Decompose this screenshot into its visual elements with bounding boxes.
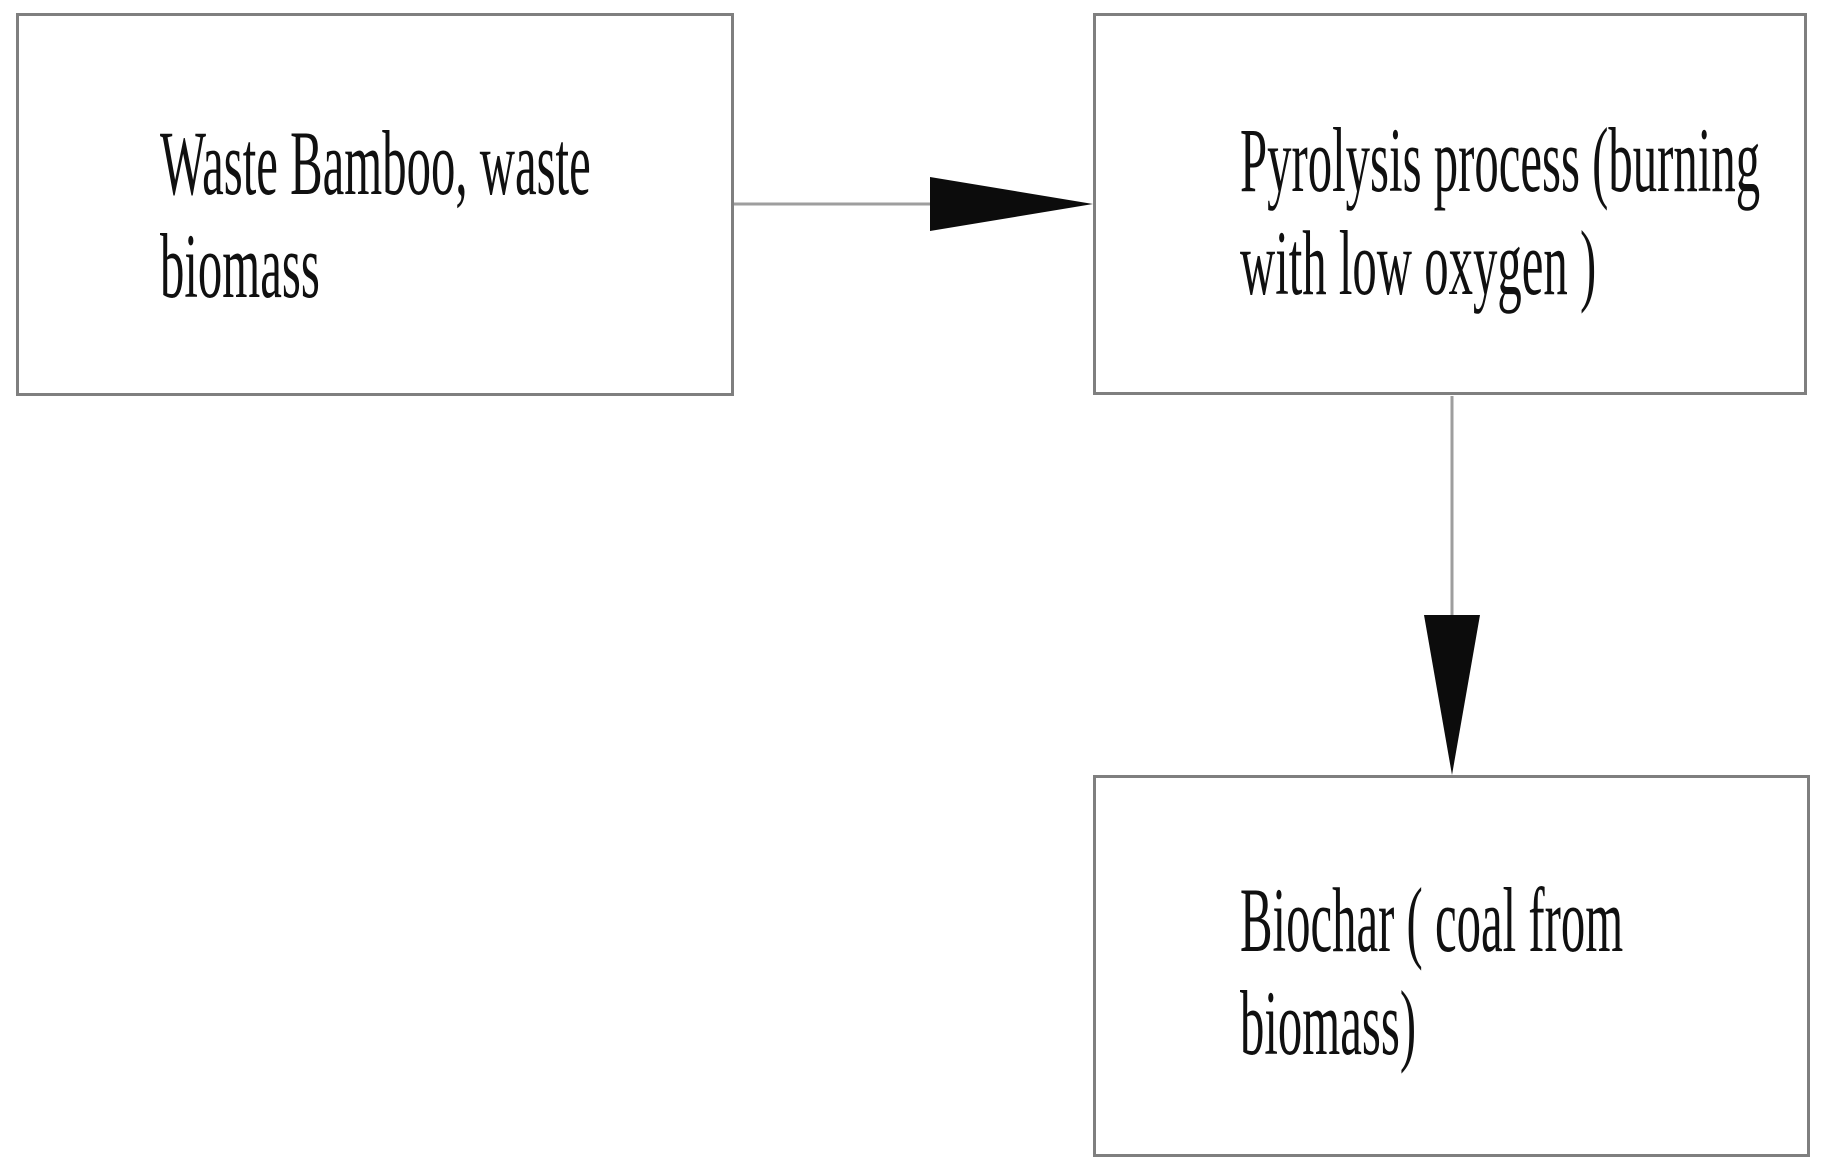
node-biochar-text: Biochar ( coal from biomass)	[1240, 869, 1623, 1075]
arrow-waste-to-pyrolysis	[734, 177, 1093, 231]
node-text-line: with low oxygen )	[1240, 212, 1597, 314]
node-waste-biomass: Waste Bamboo, waste biomass	[16, 13, 734, 396]
arrow-pyrolysis-to-biochar	[1424, 396, 1480, 775]
node-pyrolysis: Pyrolysis process (burning with low oxyg…	[1093, 13, 1807, 395]
arrowhead-down-icon	[1424, 615, 1480, 775]
node-text-line: biomass)	[1240, 972, 1417, 1074]
node-text-line: Waste Bamboo, waste	[160, 112, 591, 214]
node-waste-biomass-text: Waste Bamboo, waste biomass	[160, 112, 591, 318]
node-biochar: Biochar ( coal from biomass)	[1093, 775, 1810, 1157]
node-text-line: biomass	[160, 215, 320, 317]
arrowhead-right-icon	[930, 177, 1093, 231]
node-pyrolysis-text: Pyrolysis process (burning with low oxyg…	[1240, 109, 1760, 315]
node-text-line: Pyrolysis process (burning	[1240, 109, 1761, 211]
node-text-line: Biochar ( coal from	[1240, 869, 1624, 971]
